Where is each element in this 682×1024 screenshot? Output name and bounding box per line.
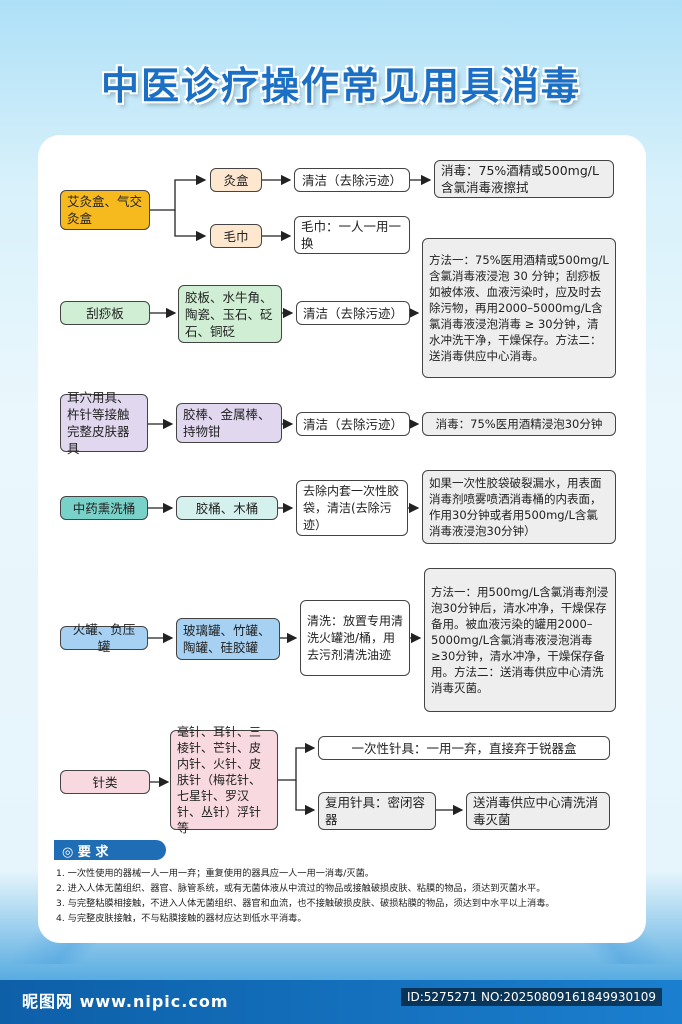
- node-xunxi-clean: 去除内套一次性胶袋，清洁(去除污迹）: [296, 480, 408, 536]
- node-maojin-desc: 毛巾：一人一用一换: [294, 216, 410, 254]
- requirement-item: 3. 与完整粘膜相接触，不进入人体无菌组织、器官和血流，也不接触破损皮肤、破损粘…: [56, 898, 555, 909]
- watermark: 昵图网 www.nipic.com: [22, 992, 229, 1011]
- requirement-item: 1. 一次性使用的器械一人一用一弃；重复使用的器具应一人一用一消毒/灭菌。: [56, 868, 374, 879]
- node-fuyong: 复用针具：密闭容器: [318, 792, 436, 830]
- node-zhenlei: 针类: [60, 770, 150, 794]
- node-disinfect-3: 消毒：75%医用酒精浸泡30分钟: [422, 412, 616, 436]
- page-title: 中医诊疗操作常见用具消毒: [100, 64, 581, 108]
- node-huoguan-items: 玻璃罐、竹罐、陶罐、硅胶罐: [176, 618, 280, 660]
- node-jiuhe: 灸盒: [210, 168, 262, 192]
- requirements-list: 1. 一次性使用的器械一人一用一弃；重复使用的器具应一人一用一消毒/灭菌。 2.…: [56, 866, 646, 926]
- node-xunxi-items: 胶桶、木桶: [176, 496, 278, 520]
- node-xunxi-method: 如果一次性胶袋破裂漏水，用表面消毒剂喷雾喷洒消毒桶的内表面，作用30分钟或者用5…: [422, 470, 616, 544]
- node-maojin: 毛巾: [210, 224, 262, 248]
- node-disinfect-1: 消毒：75%酒精或500mg/L含氯消毒液擦拭: [434, 160, 614, 198]
- node-erxue-items: 胶棒、金属棒、持物钳: [176, 403, 282, 443]
- node-guasha-items: 胶板、水牛角、陶瓷、玉石、砭石、铜砭: [178, 285, 282, 343]
- node-huoguan-method: 方法一：用500mg/L含氯消毒剂浸泡30分钟后，清水冲净，干燥保存备用。被血液…: [424, 568, 616, 712]
- requirement-item: 2. 进入人体无菌组织、器官、脉管系统，或有无菌体液从中流过的物品或接触破损皮肤…: [56, 883, 546, 894]
- node-huoguan-clean: 清洗：放置专用清洗火罐池/桶，用去污剂清洗油迹: [300, 600, 410, 676]
- node-guashaban: 刮痧板: [60, 301, 150, 325]
- node-erxue: 耳穴用具、杵针等接触完整皮肤器具: [60, 390, 148, 456]
- node-aijiuhe: 艾灸盒、气交灸盒: [60, 190, 150, 230]
- image-id: ID:5275271 NO:20250809161849930109: [400, 988, 662, 1006]
- node-xunxi: 中药熏洗桶: [60, 496, 148, 520]
- requirements-heading: ◎ 要 求: [54, 840, 166, 860]
- node-clean-2: 清洁（去除污迹）: [296, 301, 410, 325]
- node-yicixing: 一次性针具：一用一弃，直接弃于锐器盒: [318, 736, 610, 760]
- node-clean-1: 清洁（去除污迹）: [294, 168, 410, 192]
- node-fuyong-dest: 送消毒供应中心清洗消毒灭菌: [466, 792, 610, 830]
- node-huoguan: 火罐、负压罐: [60, 622, 148, 654]
- requirement-item: 4. 与完整皮肤接触，不与粘膜接触的器材应达到低水平消毒。: [56, 913, 307, 924]
- node-zhenlei-items: 毫针、耳针、三棱针、芒针、皮内针、火针、皮肤针（梅花针、七星针、罗汉针、丛针）浮…: [170, 725, 278, 835]
- node-guasha-method: 方法一：75%医用酒精或500mg/L含氯消毒液浸泡 30 分钟；刮痧板如被体液…: [422, 238, 616, 378]
- node-clean-3: 清洁（去除污迹）: [296, 412, 410, 436]
